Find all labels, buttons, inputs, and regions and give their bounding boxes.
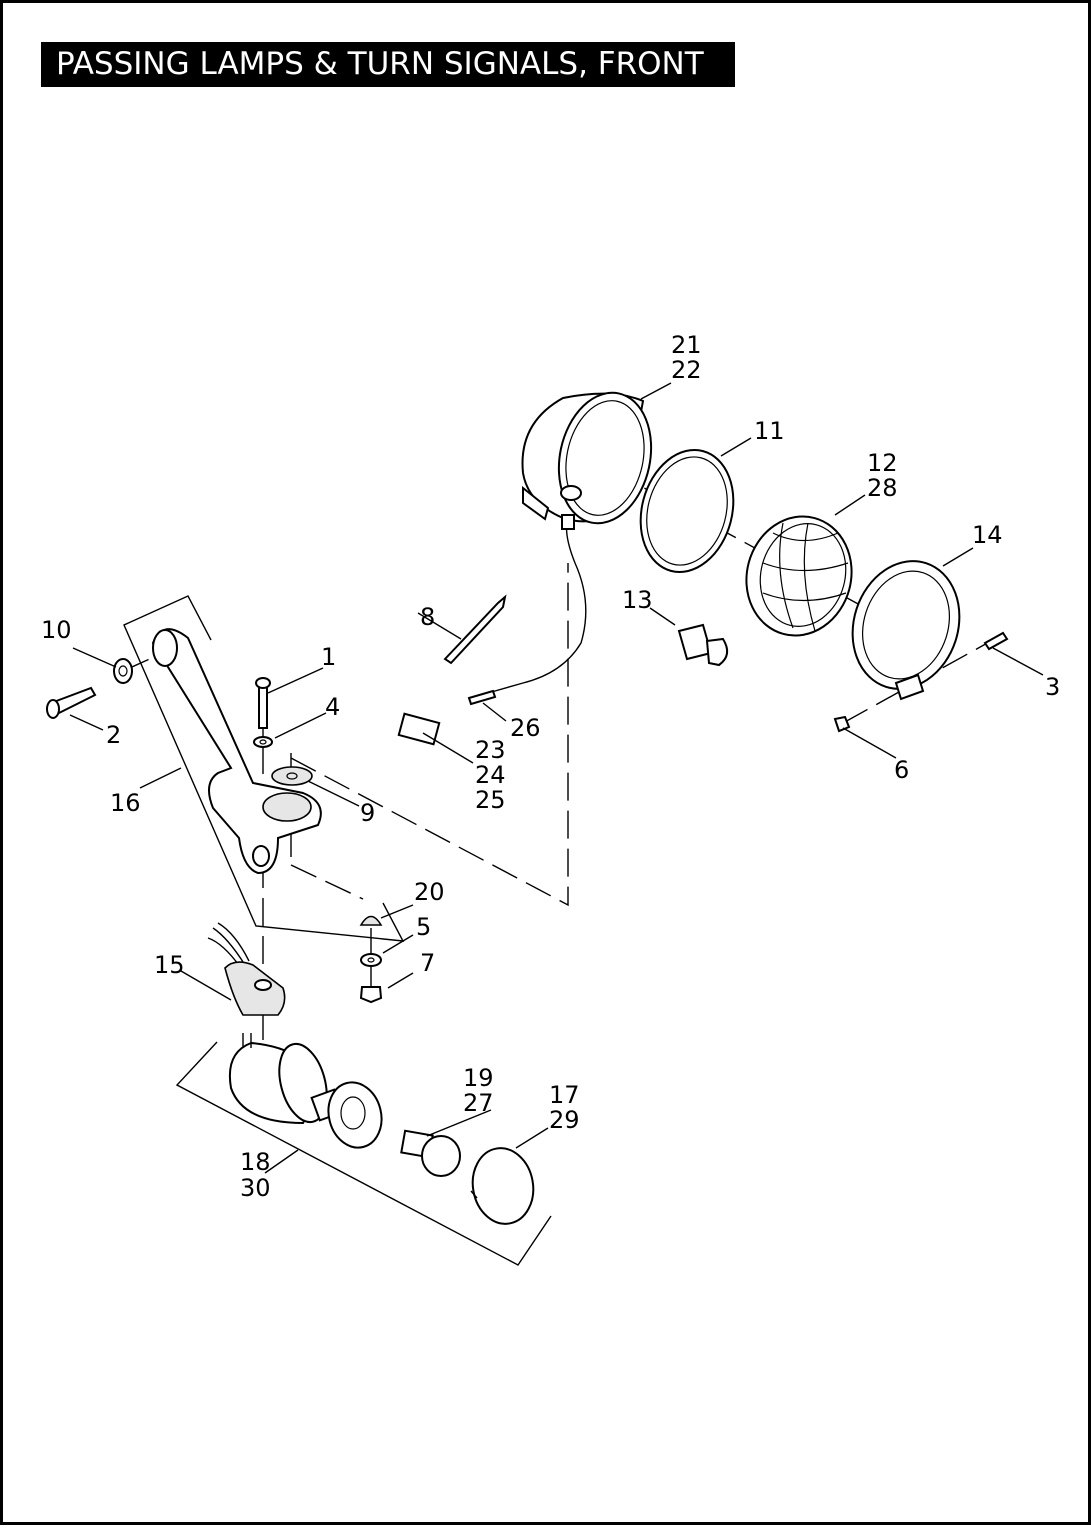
callout-27: 27 [463, 1089, 494, 1117]
callout-20: 20 [414, 878, 445, 906]
passing-lamp-housing [521, 391, 653, 530]
washer [113, 658, 133, 684]
callout-11: 11 [754, 417, 785, 445]
turn-signal-bulb [400, 1129, 461, 1177]
trim-ring [851, 560, 961, 701]
callout-21: 21 [671, 331, 702, 359]
trim-screw [983, 631, 1009, 651]
callout-17: 17 [549, 1081, 580, 1109]
bolt [46, 686, 97, 719]
spacer [359, 915, 383, 926]
exploded-parts-diagram: 1 2 3 4 5 6 7 8 9 10 11 12 28 13 14 15 1… [41, 331, 1060, 1266]
callout-2: 2 [106, 721, 121, 749]
callout-30: 30 [240, 1174, 271, 1202]
callout-6: 6 [894, 756, 909, 784]
callout-8: 8 [420, 603, 435, 631]
lamp-lens [745, 515, 853, 637]
callout-7: 7 [420, 949, 435, 977]
callout-22: 22 [671, 356, 702, 384]
turn-signal-housing [229, 1033, 383, 1149]
leader-lines [69, 382, 1044, 1174]
callout-5: 5 [416, 913, 431, 941]
callout-14: 14 [972, 521, 1003, 549]
callout-1: 1 [321, 643, 336, 671]
cable-tie [443, 594, 507, 665]
callout-26: 26 [510, 714, 541, 742]
hex-nut [359, 986, 383, 1004]
callout-4: 4 [325, 693, 340, 721]
callout-13: 13 [622, 586, 653, 614]
mounting-bracket [151, 628, 322, 875]
turn-signal-clamp [207, 922, 286, 1016]
lock-washer [253, 736, 273, 748]
bracket-group-outline [123, 595, 405, 942]
callout-9: 9 [360, 799, 375, 827]
signal-group-outline [175, 1041, 552, 1266]
assembly-line-lamp [290, 563, 569, 907]
callout-24: 24 [475, 761, 506, 789]
callout-25: 25 [475, 786, 506, 814]
page-title: PASSING LAMPS & TURN SIGNALS, FRONT [41, 42, 735, 87]
callout-15: 15 [154, 951, 185, 979]
callout-23: 23 [475, 736, 506, 764]
callout-10: 10 [41, 616, 72, 644]
callout-19: 19 [463, 1064, 494, 1092]
callout-29: 29 [549, 1106, 580, 1134]
callout-12: 12 [867, 449, 898, 477]
turn-signal-lens [470, 1147, 535, 1225]
retaining-ring [639, 448, 735, 574]
clip-nut [833, 715, 851, 733]
callout-16: 16 [110, 789, 141, 817]
callout-28: 28 [867, 474, 898, 502]
callout-3: 3 [1045, 673, 1060, 701]
halogen-bulb [677, 623, 729, 667]
lamp-wire [467, 517, 587, 706]
flat-washer [271, 766, 313, 786]
callout-18: 18 [240, 1148, 271, 1176]
washer-small [360, 953, 382, 967]
screw-vertical [255, 677, 271, 729]
